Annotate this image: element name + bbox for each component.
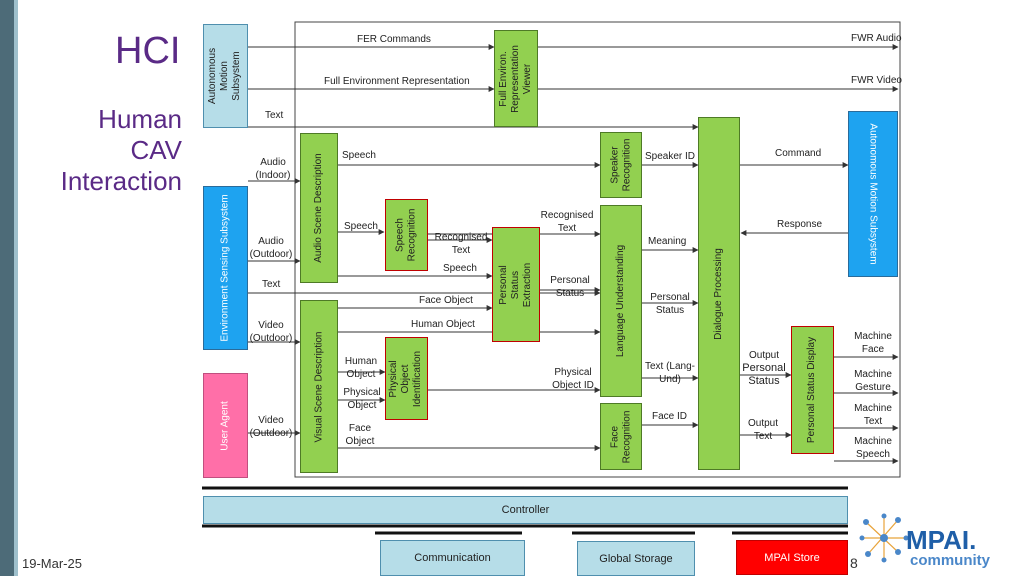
audio-scene-description: Audio Scene Description — [300, 133, 338, 283]
label-fer-commands: FER Commands — [357, 34, 431, 45]
label-fwr-video: FWR Video — [851, 75, 902, 86]
slide-side-band-accent — [14, 0, 18, 576]
global-storage: Global Storage — [577, 541, 695, 576]
personal-status-display: Personal Status Display — [791, 326, 834, 454]
dialogue-processing: Dialogue Processing — [698, 117, 740, 470]
physical-object-identification: Physical Object Identification — [385, 337, 428, 420]
slide-date: 19-Mar-25 — [22, 556, 82, 571]
label-meaning: Meaning — [648, 236, 687, 247]
label-video-outdoor-1: Video(Outdoor) — [249, 320, 293, 344]
page-number: 8 — [850, 555, 858, 571]
slide-title: HCI — [115, 30, 181, 72]
autonomous-motion-subsystem-left: Autonomous Motion Subsystem — [203, 24, 248, 128]
label-face-id: Face ID — [652, 411, 688, 422]
mpai-logo-subtext: community — [910, 552, 991, 569]
visual-scene-description: Visual Scene Description — [300, 300, 338, 473]
mpai-store: MPAI Store — [736, 540, 848, 575]
communication: Communication — [380, 540, 525, 576]
speech-recognition: Speech Recognition — [385, 199, 428, 271]
speaker-recognition: Speaker Recognition — [600, 132, 642, 198]
label-video-outdoor-2: Video(Outdoor) — [249, 415, 293, 439]
full-environ-representation-viewer: Full Environ. Representation Viewer — [494, 30, 538, 127]
label-command: Command — [775, 148, 822, 159]
label-fwr-audio: FWR Audio — [851, 33, 902, 44]
autonomous-motion-subsystem-right: Autonomous Motion Subsystem — [848, 111, 898, 277]
label-speaker-id: Speaker ID — [645, 151, 696, 162]
label-speech-1: Speech — [342, 150, 376, 161]
mpai-logo-text: MPAI. — [906, 525, 977, 555]
language-understanding: Language Understanding — [600, 205, 642, 397]
slide-side-band — [0, 0, 14, 576]
label-text-mid: Text — [262, 279, 281, 290]
label-face-object-1: Face Object — [419, 295, 473, 306]
controller: Controller — [203, 496, 848, 524]
label-response: Response — [777, 219, 823, 230]
label-audio-indoor: Audio(Indoor) — [255, 157, 291, 181]
label-audio-outdoor: Audio(Outdoor) — [249, 236, 293, 260]
personal-status-extraction: Personal Status Extraction — [492, 227, 540, 342]
environment-sensing-subsystem: Environment Sensing Subsystem — [203, 186, 248, 350]
label-text-top: Text — [265, 110, 284, 121]
face-recognition: Face Recognition — [600, 403, 642, 470]
user-agent: User Agent — [203, 373, 248, 478]
mpai-logo-network-icon — [859, 513, 909, 563]
label-text-lang-und: Text (Lang-Und) — [644, 361, 696, 385]
label-speech-2: Speech — [344, 221, 378, 232]
label-speech-3: Speech — [443, 263, 477, 274]
label-human-object-1: Human Object — [411, 319, 475, 330]
label-full-environment-representation: Full Environment Representation — [324, 76, 470, 87]
